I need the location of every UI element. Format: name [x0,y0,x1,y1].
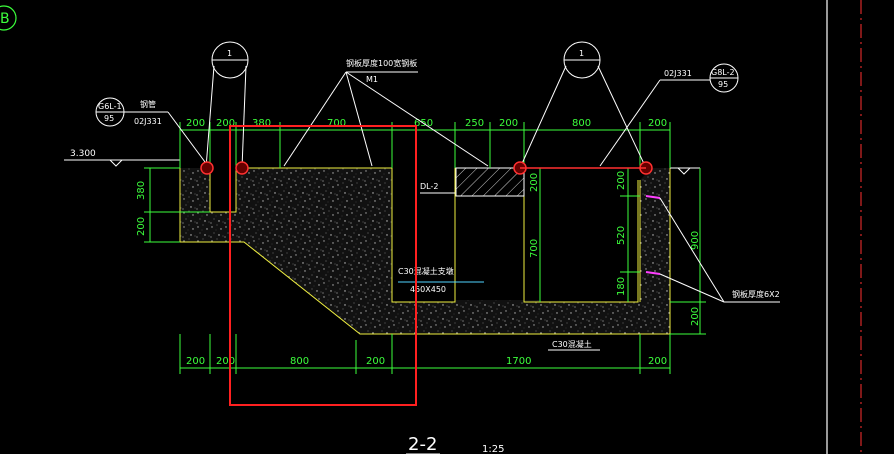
bottom-dim-label: 200 [186,356,205,367]
inner-vdim-label: 200 [529,173,540,192]
left-vertical-dimensions: 380 200 [136,167,210,243]
detail-ref-top: G8L-2 [711,68,735,77]
top-dim-label: 200 [186,118,205,129]
inner-vertical-dimensions: 200 700 200 520 180 [529,168,640,302]
m1-label: M1 [366,75,378,84]
right-vdim-label: 200 [690,307,701,326]
top-dimension-chain: 200 200 380 700 650 250 200 800 200 [179,118,671,168]
detail-ref-bottom: 95 [104,114,114,123]
pipe-symbol-number: 1 [227,49,232,58]
top-dim-label: 700 [327,118,346,129]
detail-ref-left: G6L-1 95 钢管 02J331 [95,97,206,163]
concrete-notes: C30混凝土支墩 450X450 C30混凝土 [398,266,600,351]
pipe-symbol-number: 1 [579,49,584,58]
right-vertical-dimensions: 900 200 [670,168,706,335]
section-marker-label: B [0,11,10,27]
section-scale: 1:25 [482,444,504,454]
concrete-body [180,168,670,334]
left-code-label: 02J331 [134,117,162,126]
pipe-symbol-right: 1 [519,41,647,169]
top-dim-label: 380 [252,118,271,129]
right-vdim-label: 900 [690,231,701,250]
section-title: 2-2 [408,434,437,454]
right-note: 钢板厚度6X2 [645,195,780,303]
detail-ref-bottom: 95 [718,80,728,89]
left-vdim-label: 380 [136,181,147,200]
section-marker: B [0,5,17,31]
size-note-label: 450X450 [410,285,446,294]
inner-vdim-label: 200 [616,171,627,190]
beam-dl2-label: DL-2 [420,182,438,191]
pipe-symbol-left: 1 [205,41,249,169]
top-dim-label: 200 [648,118,667,129]
elevation-label: 3.300 [70,149,96,159]
top-dim-label: 200 [216,118,235,129]
right-code-label: 02J331 [664,69,692,78]
top-note-label: 钢板厚度100宽钢板 [346,58,417,68]
bottom-dim-label: 200 [216,356,235,367]
inner-vdim-label: 180 [616,277,627,296]
detail-ref-top: G6L-1 [98,102,122,111]
top-dim-label: 800 [572,118,591,129]
top-note-leader: 钢板厚度100宽钢板 M1 [283,58,489,167]
bottom-dim-label: 1700 [506,356,531,367]
inner-vdim-label: 520 [616,226,627,245]
beam-dl2 [455,167,525,197]
bottom-dim-label: 800 [290,356,309,367]
selection-rectangle[interactable] [229,125,417,406]
detail-ref-right: G8L-2 95 02J331 [599,63,739,167]
inner-vdim-label: 700 [529,239,540,258]
base-note-label: C30混凝土 [552,339,592,349]
pipe-circles [200,161,653,175]
left-vdim-label: 200 [136,217,147,236]
concrete-note-label: C30混凝土支墩 [398,266,454,276]
top-dim-label: 200 [499,118,518,129]
bottom-dim-label: 200 [648,356,667,367]
bottom-dimension-chain: 200 200 800 200 1700 200 [179,334,671,374]
left-pipe-label: 钢管 [140,99,156,109]
bottom-dim-label: 200 [366,356,385,367]
right-note-label: 钢板厚度6X2 [732,289,780,299]
top-dim-label: 250 [465,118,484,129]
